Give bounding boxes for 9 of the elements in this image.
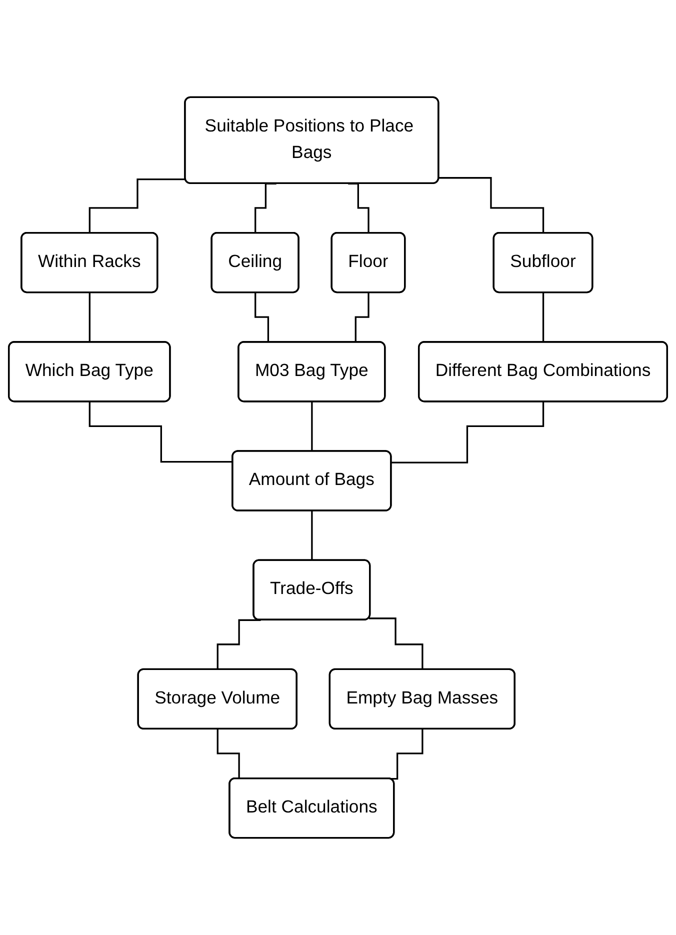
- connector: [88, 178, 186, 234]
- connector: [368, 618, 424, 671]
- connector: [88, 401, 233, 463]
- connector: [88, 292, 91, 344]
- connector: [542, 292, 544, 344]
- connector: [391, 401, 544, 464]
- connector: [311, 401, 314, 452]
- connector: [311, 510, 314, 562]
- connector: [438, 177, 544, 234]
